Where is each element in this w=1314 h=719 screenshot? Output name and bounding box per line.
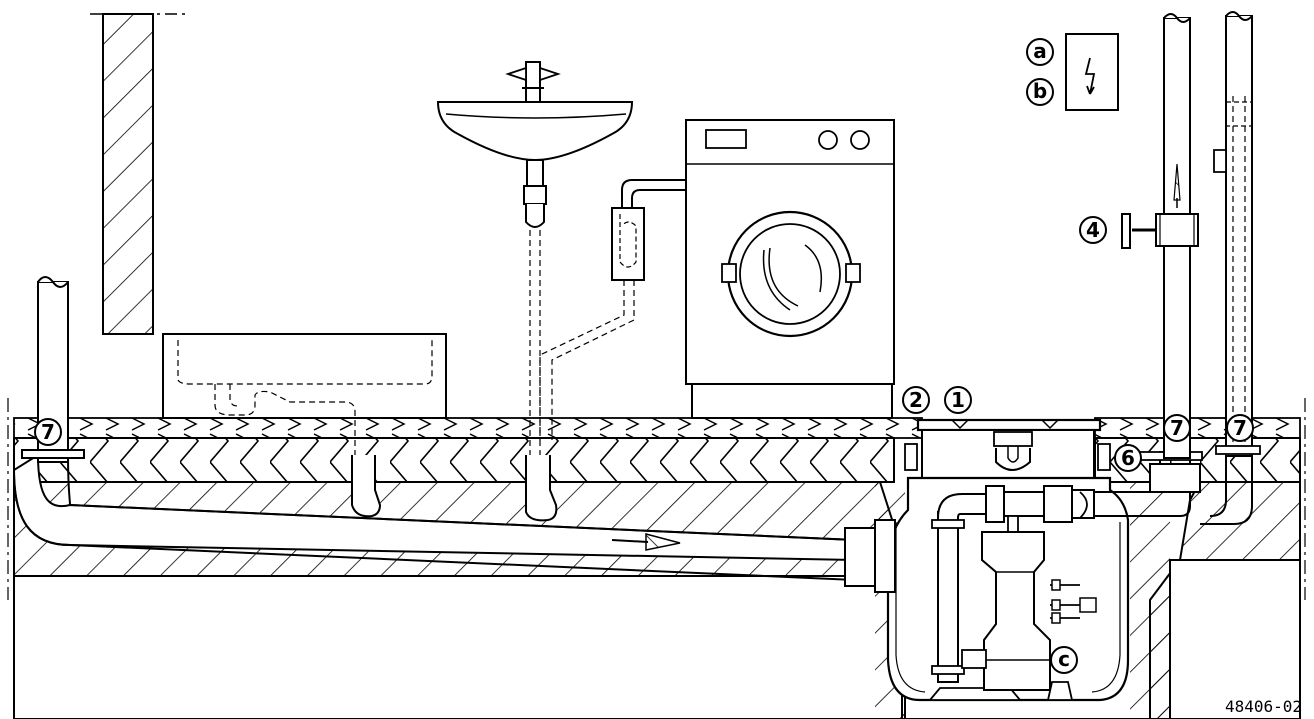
- callout-7-left: 7: [34, 418, 62, 446]
- lifting-station: [874, 418, 1130, 702]
- svg-text:7: 7: [41, 420, 55, 444]
- callout-c: c: [1050, 646, 1078, 674]
- svg-text:7: 7: [1170, 416, 1184, 440]
- pressure-riser: [1121, 13, 1199, 459]
- callout-6: 6: [1114, 444, 1142, 472]
- lightning-icon: [1084, 57, 1096, 95]
- level-sensors: [1050, 579, 1097, 624]
- washer-drain: [539, 179, 686, 440]
- svg-text:c: c: [1058, 647, 1070, 671]
- svg-text:1: 1: [951, 388, 965, 412]
- back-wall: [90, 13, 185, 335]
- callout-4: 4: [1079, 216, 1107, 244]
- bathtub: [162, 333, 447, 518]
- svg-text:b: b: [1033, 79, 1047, 103]
- control-box: [1065, 33, 1119, 111]
- washbasin: [436, 61, 634, 522]
- svg-text:a: a: [1033, 39, 1047, 63]
- drawing-number: 48406-02: [1225, 697, 1302, 716]
- callout-1: 1: [944, 386, 972, 414]
- svg-text:2: 2: [909, 388, 923, 412]
- flow-arrow-icon: [611, 533, 681, 551]
- callout-a: a: [1026, 38, 1054, 66]
- callout-2: 2: [902, 386, 930, 414]
- callout-7-right: 7: [1226, 414, 1254, 442]
- svg-text:4: 4: [1086, 218, 1100, 242]
- callout-b: b: [1026, 78, 1054, 106]
- vent-pipe: [1200, 11, 1261, 525]
- svg-text:6: 6: [1121, 446, 1135, 470]
- washing-machine: [685, 119, 895, 419]
- svg-text:7: 7: [1233, 416, 1247, 440]
- callout-7-mid: 7: [1163, 414, 1191, 442]
